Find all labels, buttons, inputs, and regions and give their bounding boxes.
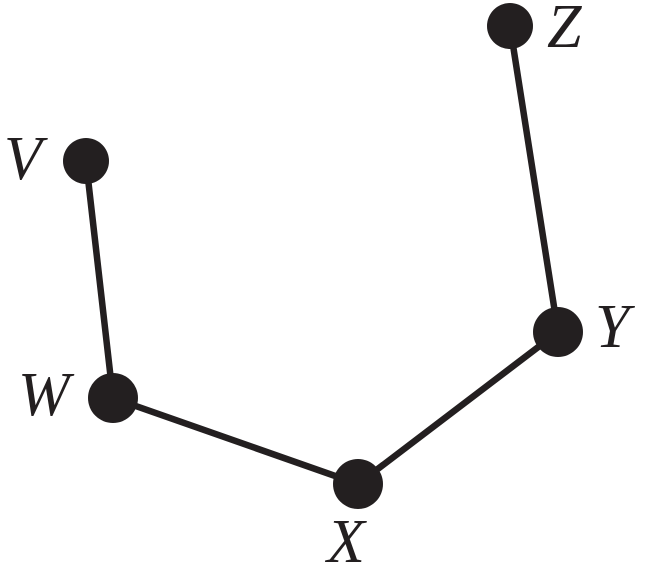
graph-vertex	[533, 307, 583, 357]
graph-vertex	[63, 138, 109, 184]
graph-edge	[82, 157, 117, 402]
vertex-layer	[63, 3, 583, 509]
graph-edge	[354, 328, 562, 488]
vertex-label-v: V	[4, 125, 42, 193]
vertex-label-y: Y	[595, 293, 630, 361]
edge-layer	[82, 22, 562, 488]
graph-vertex	[88, 373, 138, 423]
graph-edge	[506, 22, 562, 336]
vertex-label-x: X	[327, 508, 365, 576]
vertex-label-w: W	[18, 361, 70, 429]
graph-vertex	[487, 3, 533, 49]
graph-vertex	[333, 459, 383, 509]
graph-edge	[109, 394, 362, 488]
vertex-label-z: Z	[547, 0, 582, 61]
